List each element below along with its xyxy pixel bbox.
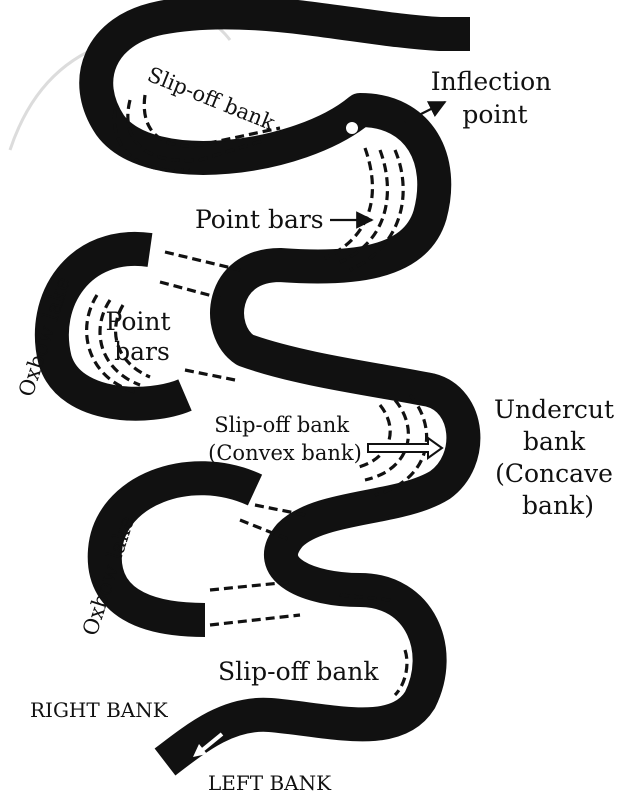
flow-arrow-icon — [340, 42, 378, 56]
left-bank-label: LEFT BANK — [208, 771, 332, 795]
slip-off-bank-label-middle: Slip-off bank (Convex bank) — [208, 413, 362, 465]
undercut-bank-label: Undercut bank (Concave bank) — [494, 395, 622, 520]
right-bank-label: RIGHT BANK — [30, 698, 169, 722]
slip-off-bank-label-top: Slip-off bank — [144, 62, 278, 135]
point-bars-label-upper: Point bars — [195, 205, 324, 234]
inflection-point-label: Inflection point — [431, 67, 560, 129]
inflection-point-marker — [346, 122, 358, 134]
point-bars-label-left: Point bars — [106, 307, 179, 366]
hollow-arrow-icon — [368, 438, 442, 458]
slip-off-bank-label-bottom: Slip-off bank — [218, 657, 379, 686]
